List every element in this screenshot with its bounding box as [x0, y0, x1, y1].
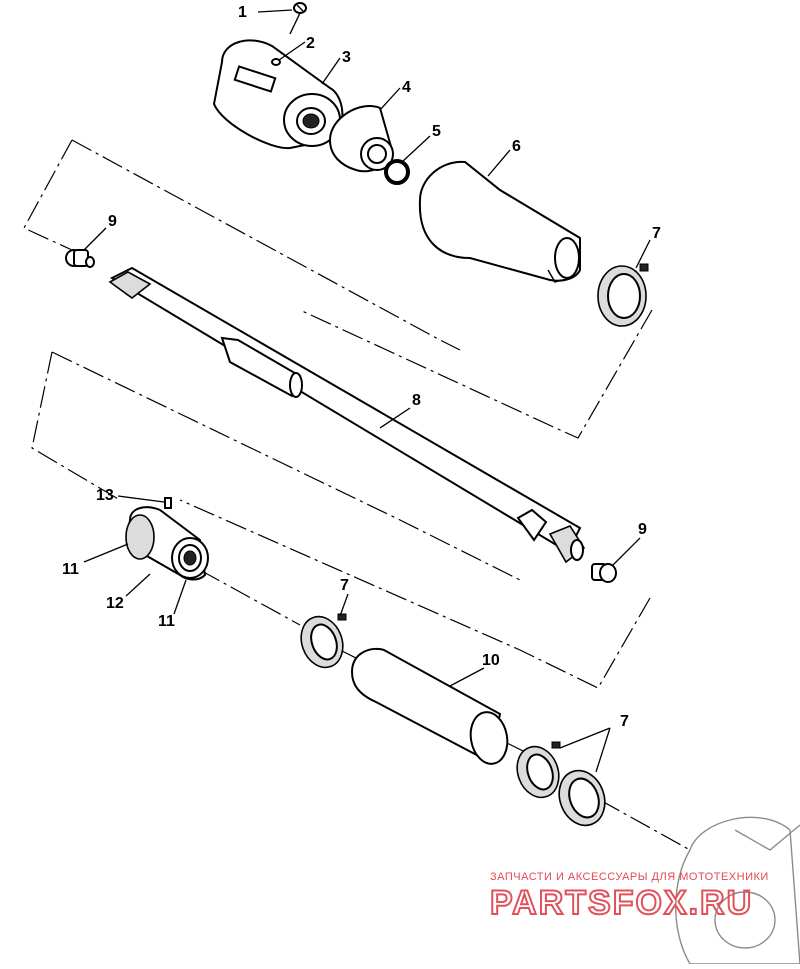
- leader-lines: [83, 9, 651, 773]
- part-8-driveshaft: [108, 266, 586, 564]
- callout-labels: 1 2 3 4 5 6 7 8 9 9 7 10 7 11 11 12 13: [62, 4, 661, 730]
- callout-6: 6: [512, 138, 521, 155]
- callout-11-right: 11: [158, 613, 175, 630]
- part-9-plug-lower: [591, 563, 617, 583]
- part-7-clamp-upper: [597, 263, 649, 327]
- callout-10: 10: [482, 652, 500, 669]
- callout-9-lower: 9: [638, 521, 647, 538]
- callout-5: 5: [432, 123, 441, 140]
- part-1-screw: [289, 2, 307, 35]
- callout-12: 12: [106, 595, 124, 612]
- phantom-line-upper: [23, 139, 653, 439]
- watermark-tagline: ЗАПЧАСТИ И АКСЕССУАРЫ ДЛЯ МОТОТЕХНИКИ: [490, 871, 769, 883]
- part-2-hole: [271, 58, 281, 66]
- part-9-plug-upper: [65, 249, 95, 268]
- callout-4: 4: [402, 79, 411, 96]
- part-7-clamp-middle: [300, 613, 347, 669]
- part-3-housing: [212, 39, 344, 150]
- part-7-clamp-lower-a: [516, 741, 561, 799]
- callout-7-upper: 7: [652, 225, 661, 242]
- part-7-clamp-lower-b: [558, 769, 606, 827]
- callout-11-left: 11: [62, 561, 79, 578]
- part-11-12-bearing-assembly: [125, 497, 209, 581]
- callout-8: 8: [412, 392, 421, 409]
- phantom-axis-bottom: [199, 569, 691, 851]
- gearbox-housing-outline: [675, 816, 800, 965]
- callout-7-middle: 7: [340, 577, 349, 594]
- part-10-tube: [350, 647, 509, 765]
- part-5-o-ring: [384, 159, 410, 185]
- part-6-boot: [418, 160, 581, 283]
- part-13-grease-fitting: [164, 497, 172, 509]
- watermark: ЗАПЧАСТИ И АКСЕССУАРЫ ДЛЯ МОТОТЕХНИКИ PA…: [489, 871, 769, 923]
- phantom-line-lower: [31, 351, 651, 689]
- callout-9-upper: 9: [108, 213, 117, 230]
- callout-7-lower: 7: [620, 713, 629, 730]
- watermark-brand: PARTSFOX.RU: [490, 884, 753, 922]
- callout-1: 1: [238, 4, 247, 21]
- callout-13: 13: [96, 487, 114, 504]
- callout-2: 2: [306, 35, 315, 52]
- part-4-cone: [328, 105, 394, 173]
- callout-3: 3: [342, 49, 351, 66]
